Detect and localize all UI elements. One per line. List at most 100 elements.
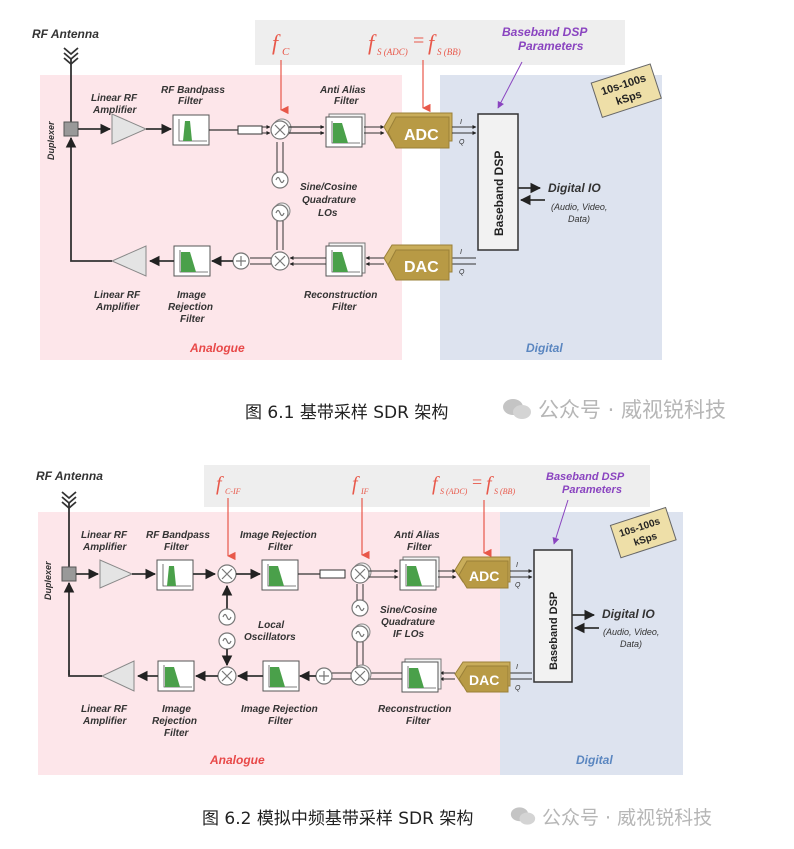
svg-text:f: f	[216, 473, 224, 495]
figure-2-caption: 图 6.2 模拟中频基带采样 SDR 架构	[202, 809, 474, 829]
svg-text:C-IF: C-IF	[225, 487, 241, 496]
svg-text:Q: Q	[459, 269, 465, 276]
svg-text:f: f	[432, 473, 440, 495]
svg-text:Image: Image	[162, 704, 191, 715]
reconstruction-filter	[401, 658, 442, 693]
summer	[232, 252, 250, 270]
svg-text:Baseband DSP: Baseband DSP	[546, 471, 625, 483]
dac-block: DAC	[454, 661, 511, 693]
adc-block: ADC	[383, 112, 453, 149]
svg-text:I: I	[516, 664, 518, 671]
svg-text:Linear RF: Linear RF	[81, 704, 128, 715]
svg-text:Filter: Filter	[407, 542, 433, 553]
anti-alias-filter	[399, 556, 440, 591]
dsp-params-label: Baseband DSP	[502, 25, 588, 39]
antenna-label: RF Antenna	[32, 27, 99, 41]
rf-mixer-tx	[217, 666, 237, 686]
svg-text:S (ADC): S (ADC)	[440, 487, 468, 496]
image-rejection-filter	[173, 245, 211, 277]
svg-text:Q: Q	[515, 582, 521, 589]
svg-text:I: I	[460, 119, 462, 126]
rf-mixer	[217, 564, 237, 584]
oscillator-icon	[351, 599, 369, 617]
svg-text:f: f	[368, 30, 377, 55]
svg-text:S (BB): S (BB)	[437, 47, 461, 57]
svg-text:Amplifier: Amplifier	[95, 302, 140, 313]
duplexer-label: Duplexer	[46, 121, 56, 160]
svg-text:f: f	[428, 30, 437, 55]
svg-text:Amplifier: Amplifier	[92, 105, 137, 116]
analogue-label: Analogue	[189, 341, 245, 355]
rate-box: 10s-100s kSps	[609, 506, 677, 559]
svg-text:Amplifier: Amplifier	[82, 716, 127, 727]
svg-text:Q: Q	[459, 139, 465, 146]
svg-text:Image Rejection: Image Rejection	[240, 530, 317, 541]
svg-text:Filter: Filter	[332, 302, 358, 313]
digital-io-label: Digital IO	[548, 181, 601, 195]
svg-text:C: C	[282, 46, 290, 58]
svg-text:Filter: Filter	[164, 728, 190, 739]
svg-text:DAC: DAC	[469, 672, 499, 688]
svg-text:Baseband DSP: Baseband DSP	[492, 151, 506, 236]
svg-text:f: f	[486, 473, 494, 495]
svg-text:Filter: Filter	[180, 314, 206, 325]
svg-text:Rejection: Rejection	[168, 302, 213, 313]
svg-text:Filter: Filter	[268, 716, 294, 727]
watermark-1: 公众号 · 威视锐科技	[502, 394, 726, 426]
svg-text:Quadrature: Quadrature	[381, 617, 435, 628]
svg-text:DAC: DAC	[404, 259, 439, 276]
svg-text:RF Bandpass: RF Bandpass	[161, 85, 225, 96]
svg-text:Reconstruction: Reconstruction	[378, 704, 451, 715]
svg-text:Data): Data)	[568, 214, 590, 224]
svg-text:Rejection: Rejection	[152, 716, 197, 727]
svg-text:Sine/Cosine: Sine/Cosine	[380, 605, 438, 616]
svg-text:S (BB): S (BB)	[494, 487, 515, 496]
svg-text:Filter: Filter	[334, 96, 360, 107]
svg-text:Q: Q	[515, 685, 521, 692]
svg-text:Image Rejection: Image Rejection	[241, 704, 318, 715]
svg-text:Anti Alias: Anti Alias	[319, 85, 366, 96]
baseband-dsp-block	[533, 549, 573, 683]
dsp-params-arrow	[497, 61, 523, 109]
svg-text:f: f	[352, 473, 360, 495]
svg-text:Analogue: Analogue	[209, 753, 265, 767]
svg-text:(Audio, Video,: (Audio, Video,	[551, 202, 607, 212]
analogue-region	[38, 512, 500, 775]
rx-amplifier	[111, 113, 148, 145]
svg-text:Filter: Filter	[268, 542, 294, 553]
svg-text:Filter: Filter	[406, 716, 432, 727]
tx-mixer	[270, 251, 290, 271]
svg-text:RF Bandpass: RF Bandpass	[146, 530, 210, 541]
dac-block: DAC	[383, 244, 453, 281]
svg-text:Quadrature: Quadrature	[302, 195, 356, 206]
svg-text:LOs: LOs	[318, 208, 338, 219]
tx-amplifier	[110, 245, 147, 277]
duplexer-block	[61, 566, 77, 582]
adc-block: ADC	[454, 556, 511, 589]
svg-text:I: I	[516, 562, 518, 569]
svg-text:Image: Image	[177, 290, 206, 301]
image-rejection-filter-tx-rf	[157, 660, 195, 692]
digital-region	[500, 512, 683, 775]
svg-text:=: =	[413, 30, 424, 52]
watermark-2: 公众号 · 威视锐科技	[510, 803, 712, 832]
svg-text:Digital: Digital	[576, 753, 613, 767]
figure-1-caption: 图 6.1 基带采样 SDR 架构	[245, 403, 449, 423]
rx-amplifier	[99, 559, 134, 589]
svg-text:=: =	[472, 472, 482, 492]
svg-text:IF LOs: IF LOs	[393, 629, 425, 640]
figure-2: RF Antenna Duplexer Linear RF Amplifier …	[36, 465, 683, 775]
svg-text:ADC: ADC	[469, 568, 499, 584]
svg-text:Local: Local	[258, 620, 284, 631]
duplexer-block	[63, 121, 79, 137]
oscillator-icon	[271, 171, 289, 189]
svg-text:ADC: ADC	[404, 127, 439, 144]
svg-text:Reconstruction: Reconstruction	[304, 290, 377, 301]
baseband-dsp-block	[477, 113, 519, 251]
digital-region	[440, 75, 662, 360]
svg-text:Filter: Filter	[164, 542, 190, 553]
svg-text:Linear RF: Linear RF	[91, 93, 138, 104]
svg-text:IF: IF	[360, 487, 369, 496]
svg-text:Parameters: Parameters	[562, 484, 622, 496]
